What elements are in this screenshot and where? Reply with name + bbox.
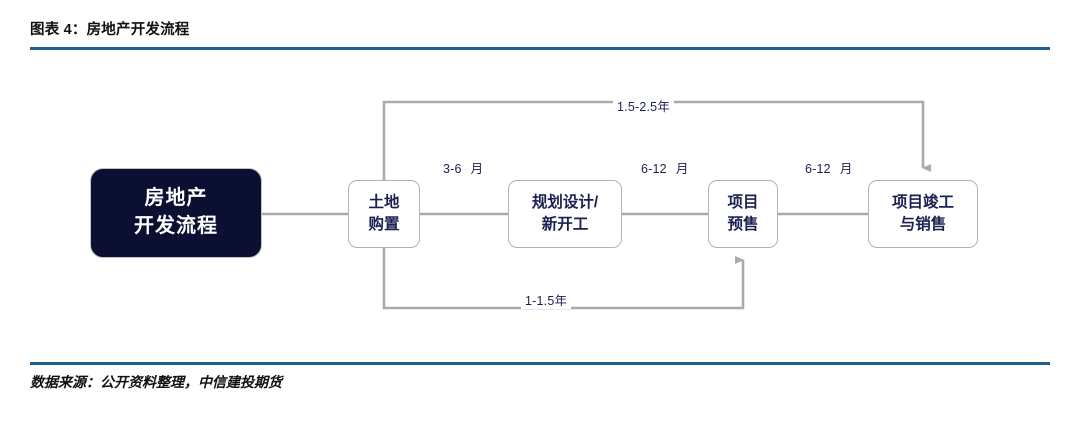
edge-label-planning-to-presale-unit: 月 bbox=[675, 162, 689, 176]
node-planning-line2: 新开工 bbox=[541, 216, 589, 233]
title-divider bbox=[30, 47, 1050, 50]
edge-label-land-to-planning-value: 3-6 bbox=[443, 162, 462, 176]
edge-label-land-to-planning-unit: 月 bbox=[470, 162, 484, 176]
node-land-line2: 购置 bbox=[368, 216, 400, 233]
node-completion-line1: 项目竣工 bbox=[891, 194, 954, 211]
edge-label-long-cycle: 1.5-2.5年 bbox=[613, 96, 675, 115]
node-land-line1: 土地 bbox=[368, 194, 400, 211]
node-planning-construction[interactable]: 规划设计/ 新开工 bbox=[508, 180, 622, 248]
node-completion-line2: 与销售 bbox=[899, 216, 947, 233]
source-note: 数据来源：公开资料整理，中信建投期货 bbox=[30, 376, 282, 391]
edge-label-short-cycle: 1-1.5年 bbox=[521, 290, 572, 309]
node-planning-line1: 规划设计/ bbox=[531, 194, 599, 211]
node-root[interactable]: 房地产 开发流程 bbox=[90, 168, 262, 258]
edge-label-presale-to-completion-unit: 月 bbox=[839, 162, 853, 176]
node-presale[interactable]: 项目 预售 bbox=[708, 180, 778, 248]
node-root-line2: 开发流程 bbox=[134, 215, 218, 237]
edge-label-planning-to-presale-value: 6-12 bbox=[641, 162, 667, 176]
edge-label-presale-to-completion-value: 6-12 bbox=[805, 162, 831, 176]
node-root-line1: 房地产 bbox=[144, 187, 208, 210]
edge-label-land-to-planning: 3-6 月 bbox=[443, 158, 483, 177]
node-land-acquisition[interactable]: 土地 购置 bbox=[348, 180, 420, 248]
edge-label-planning-to-presale: 6-12 月 bbox=[641, 158, 689, 177]
edge-label-presale-to-completion: 6-12 月 bbox=[805, 158, 853, 177]
node-completion-sales[interactable]: 项目竣工 与销售 bbox=[868, 180, 978, 248]
flowchart-diagram: 房地产 开发流程 土地 购置 规划设计/ 新开工 项目 预售 项目竣工 与销售 … bbox=[0, 55, 1080, 355]
page-title: 图表 4：房地产开发流程 bbox=[30, 22, 190, 38]
footer-divider bbox=[30, 362, 1050, 365]
node-presale-line1: 项目 bbox=[727, 194, 759, 211]
node-presale-line2: 预售 bbox=[727, 216, 759, 233]
